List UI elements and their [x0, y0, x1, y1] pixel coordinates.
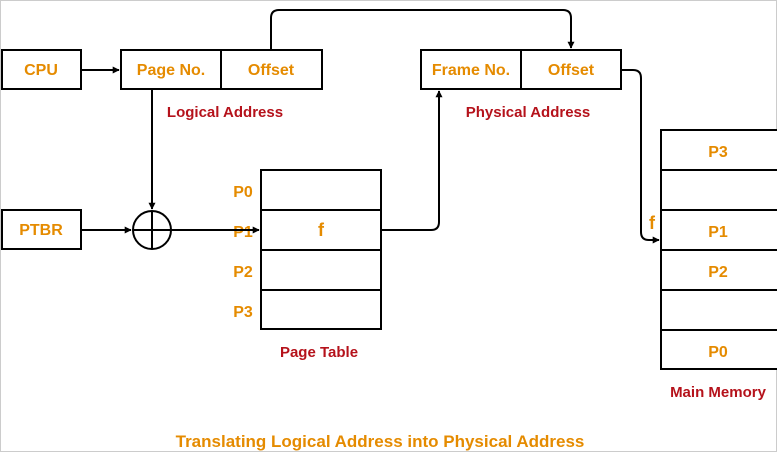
ptbr-node: PTBR [1, 209, 82, 250]
frame-no-label: Frame No. [432, 62, 510, 79]
memory-frame-label: P3 [708, 144, 728, 161]
page-table-row-label: P2 [233, 264, 253, 281]
frame-to-frame-no-arrow [381, 90, 443, 231]
memory-frame-marker: f [649, 213, 656, 233]
memory-frame-label: P2 [708, 264, 728, 281]
memory-frame [660, 169, 777, 211]
memory-frame [660, 289, 777, 331]
offset-copy-arrow [270, 9, 575, 50]
page-no-label: Page No. [137, 62, 205, 79]
physical-offset-field [520, 49, 622, 90]
logical-offset-label: Offset [248, 62, 295, 79]
cpu-label: CPU [24, 62, 58, 79]
diagram-caption: Translating Logical Address into Physica… [176, 432, 585, 451]
physical-offset-label: Offset [548, 62, 595, 79]
memory-frame [660, 129, 777, 171]
page-table: P0 P1 P2 P3 f Page Table [233, 169, 382, 361]
page-no-field [120, 49, 222, 90]
page-table-frame-value: f [318, 220, 325, 240]
memory-frame [660, 329, 777, 370]
page-table-row [260, 169, 382, 211]
page-table-row-label: P3 [233, 304, 253, 321]
connectors [81, 9, 660, 244]
page-table-row [260, 289, 382, 330]
main-memory: P3 P1 P2 P0 f Main Memory [649, 129, 777, 401]
ptbr-label: PTBR [19, 222, 63, 239]
page-table-row-label: P0 [233, 184, 253, 201]
physical-to-memory-arrow [621, 69, 660, 244]
page-table-row-label: P1 [233, 224, 253, 241]
main-memory-caption: Main Memory [670, 384, 767, 401]
physical-address: Frame No. Offset Physical Address [420, 49, 622, 121]
page-table-caption: Page Table [280, 344, 358, 361]
memory-frame-label: P1 [708, 224, 728, 241]
page-table-row [260, 249, 382, 291]
adder-symbol [132, 210, 172, 250]
logical-address-caption: Logical Address [167, 104, 283, 121]
memory-frame-label: P0 [708, 344, 728, 361]
cpu-node: CPU [1, 49, 82, 90]
physical-address-caption: Physical Address [466, 104, 591, 121]
